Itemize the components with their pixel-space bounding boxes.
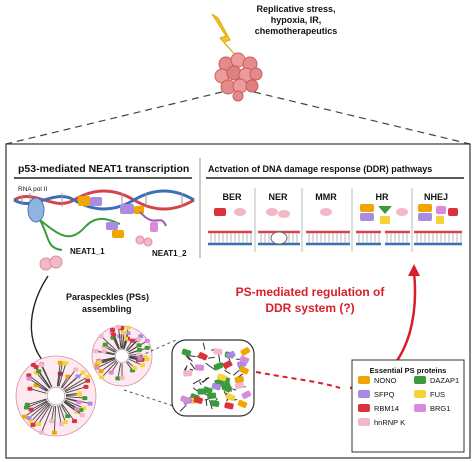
legend-label: FUS <box>430 390 445 399</box>
pathway-proteins <box>214 204 458 224</box>
assembly-text-2: assembling <box>82 304 132 314</box>
zoom-line-left <box>5 91 223 145</box>
zoom-line-right <box>253 91 471 145</box>
right-panel-title: Actvation of DNA damage response (DDR) p… <box>208 164 432 174</box>
pathway-labels: BER NER MMR HR NHEJ <box>222 192 448 202</box>
neat1-2-label: NEAT1_2 <box>152 249 187 258</box>
pathway-hr: HR <box>376 192 389 202</box>
rna-transcript-2 <box>39 219 63 251</box>
paraspeckle-detail <box>179 342 252 412</box>
rna-transcript-3 <box>139 211 167 227</box>
legend-label: DAZAP1 <box>430 376 459 385</box>
regulation-text-2: DDR system (?) <box>265 301 354 315</box>
regulation-arrow-dashed <box>255 371 341 389</box>
regulation-arrowhead <box>408 264 420 276</box>
neat1-1-label: NEAT1_1 <box>70 247 105 256</box>
legend-swatch <box>414 376 426 384</box>
legend-box <box>351 359 465 453</box>
pathway-mmr: MMR <box>315 192 337 202</box>
pathway-ber: BER <box>222 192 242 202</box>
assembly-text-1: Paraspeckles (PSs) <box>66 292 149 302</box>
hnrnpk-blob-icon <box>39 235 153 271</box>
rna-pol-icon <box>27 197 45 223</box>
legend-swatch <box>358 376 370 384</box>
pathway-ner: NER <box>268 192 288 202</box>
legend-label: RBM14 <box>374 404 399 413</box>
lightning-icon <box>211 13 237 57</box>
tumor-cluster-icon <box>214 52 263 102</box>
regulation-text-1: PS-mediated regulation of <box>236 285 386 299</box>
protein-bundle-icon <box>106 222 158 238</box>
paraspeckle-sphere-1 <box>15 355 97 437</box>
rna-transcript-1 <box>39 218 121 238</box>
legend-swatch <box>358 390 370 398</box>
legend-swatch <box>358 418 370 426</box>
legend-title: Essential PS proteins <box>370 366 447 375</box>
stress-text-3: chemotherapeutics <box>255 26 338 36</box>
rna-pol-label: RNA pol II <box>18 186 47 193</box>
legend-swatch <box>414 390 426 398</box>
legend-label: BRG1 <box>430 404 450 413</box>
pathway-nhej: NHEJ <box>424 192 448 202</box>
legend-swatch <box>414 404 426 412</box>
legend-label: SFPQ <box>374 390 395 399</box>
legend-swatch <box>358 404 370 412</box>
legend-label: NONO <box>374 376 397 385</box>
pathway-dna-ladders <box>208 226 462 250</box>
legend-label: hnRNP K <box>374 418 405 427</box>
detail-link-top <box>139 339 177 357</box>
p53-complex-icon <box>78 196 144 214</box>
pathway-separators <box>254 188 413 252</box>
stress-text-1: Replicative stress, <box>256 4 335 14</box>
stress-text-2: hypoxia, IR, <box>271 15 322 25</box>
left-panel-title: p53-mediated NEAT1 transcription <box>18 163 189 175</box>
main-frame <box>5 143 471 459</box>
paraspeckle-sphere-2 <box>91 324 153 387</box>
